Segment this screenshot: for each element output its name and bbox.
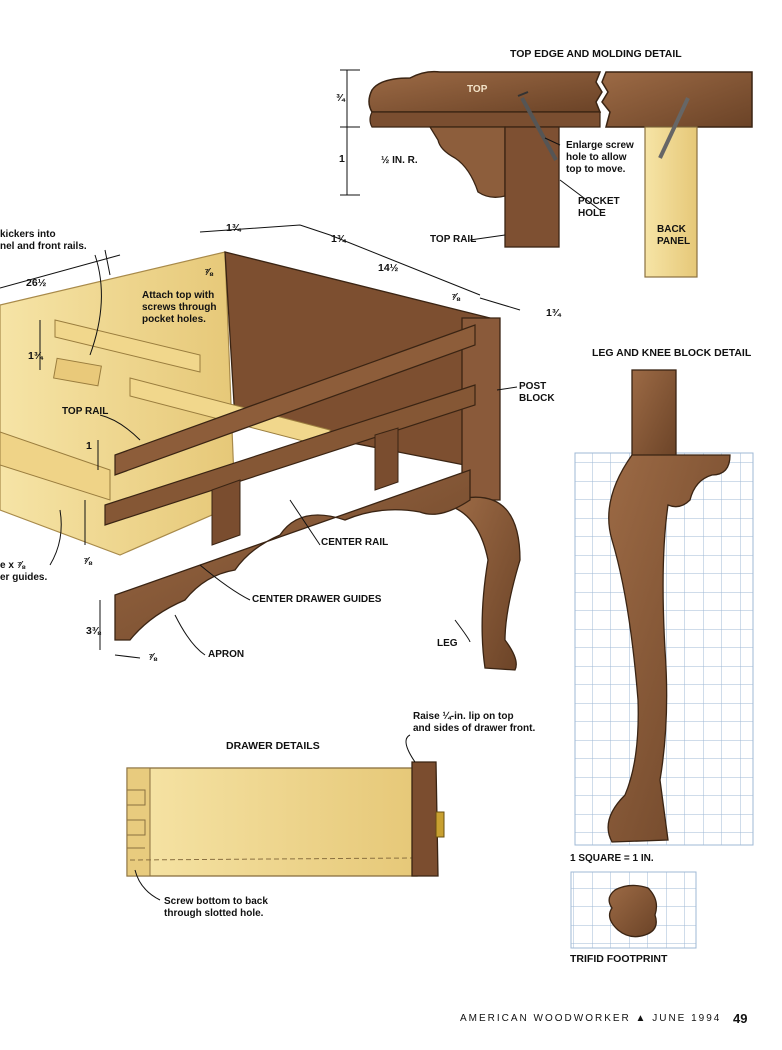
top-board (368, 70, 603, 113)
dim-1-3-4-a: 1¾ (226, 222, 241, 234)
dim-7-8-d: ⅞ (148, 651, 157, 663)
top-edge-detail (340, 69, 753, 278)
leg-post-top (631, 369, 677, 461)
dim-26-1-2: 26½ (26, 277, 47, 289)
label-center-rail: CENTER RAIL (321, 537, 389, 548)
back-panel-block (644, 126, 698, 278)
page-number: 49 (733, 1011, 748, 1026)
top-rail-detail-block (504, 126, 560, 248)
dim-1-3-4-b: 1¾ (331, 233, 346, 245)
label-guides: e x ⅞ er guides. (0, 560, 48, 583)
dim-1-3-4-d: 1¾ (28, 350, 43, 362)
label-attach-top: Attach top with screws through pocket ho… (142, 290, 217, 325)
label-center-drawer-guides: CENTER DRAWER GUIDES (252, 594, 382, 605)
leg-knee-detail (570, 369, 754, 949)
label-apron: APRON (208, 649, 245, 660)
dim-one: 1 (339, 153, 345, 165)
molding (428, 126, 506, 198)
top-board-right (601, 71, 753, 128)
dim-7-8-b: ⅞ (451, 291, 460, 303)
label-raise-lip: Raise ¼-in. lip on top and sides of draw… (413, 711, 536, 734)
magazine-footer: AMERICAN WOODWORKER ▲ JUNE 1994 (460, 1013, 722, 1024)
dim-3-3-8: 3⅜ (86, 625, 101, 637)
label-back-panel: BACK PANEL (657, 224, 691, 247)
label-square: 1 SQUARE = 1 IN. (570, 853, 654, 864)
dim-7-8-c: ⅞ (83, 555, 92, 567)
title-top-edge: TOP EDGE AND MOLDING DETAIL (510, 48, 682, 60)
apron-shape (114, 469, 471, 641)
label-leg: LEG (437, 638, 458, 649)
label-radius: ½ IN. R. (381, 155, 418, 166)
post-block-shape (461, 317, 501, 501)
title-trifid: TRIFID FOOTPRINT (570, 953, 668, 965)
dim-1: 1 (86, 440, 92, 452)
dim-14-1-2: 14½ (378, 262, 399, 274)
trifid-shape (608, 884, 658, 938)
label-pocket-hole: POCKET HOLE (578, 196, 620, 219)
center-rail-shape (104, 384, 476, 526)
top-rail-shape (114, 324, 476, 476)
title-leg-knee: LEG AND KNEE BLOCK DETAIL (592, 347, 752, 359)
drawer-detail (126, 734, 445, 901)
label-enlarge: Enlarge screw hole to allow top to move. (566, 140, 634, 175)
drawer-front (411, 761, 439, 877)
table-exploded-view (0, 224, 521, 671)
label-kickers: kickers into nel and front rails. (0, 229, 87, 252)
label-post-block: POST BLOCK (519, 381, 555, 404)
label-top: TOP (467, 84, 488, 95)
dim-three-quarter: ¾ (336, 92, 345, 104)
label-top-rail-detail: TOP RAIL (430, 234, 477, 245)
label-top-rail: TOP RAIL (62, 406, 109, 417)
leg-knee-profile (607, 454, 731, 843)
label-screw-bottom: Screw bottom to back through slotted hol… (164, 896, 268, 919)
title-drawer: DRAWER DETAILS (226, 740, 320, 752)
dim-1-3-4-c: 1¾ (546, 307, 561, 319)
dim-7-8-a: ⅞ (204, 266, 213, 278)
cabriole-leg (453, 496, 521, 671)
